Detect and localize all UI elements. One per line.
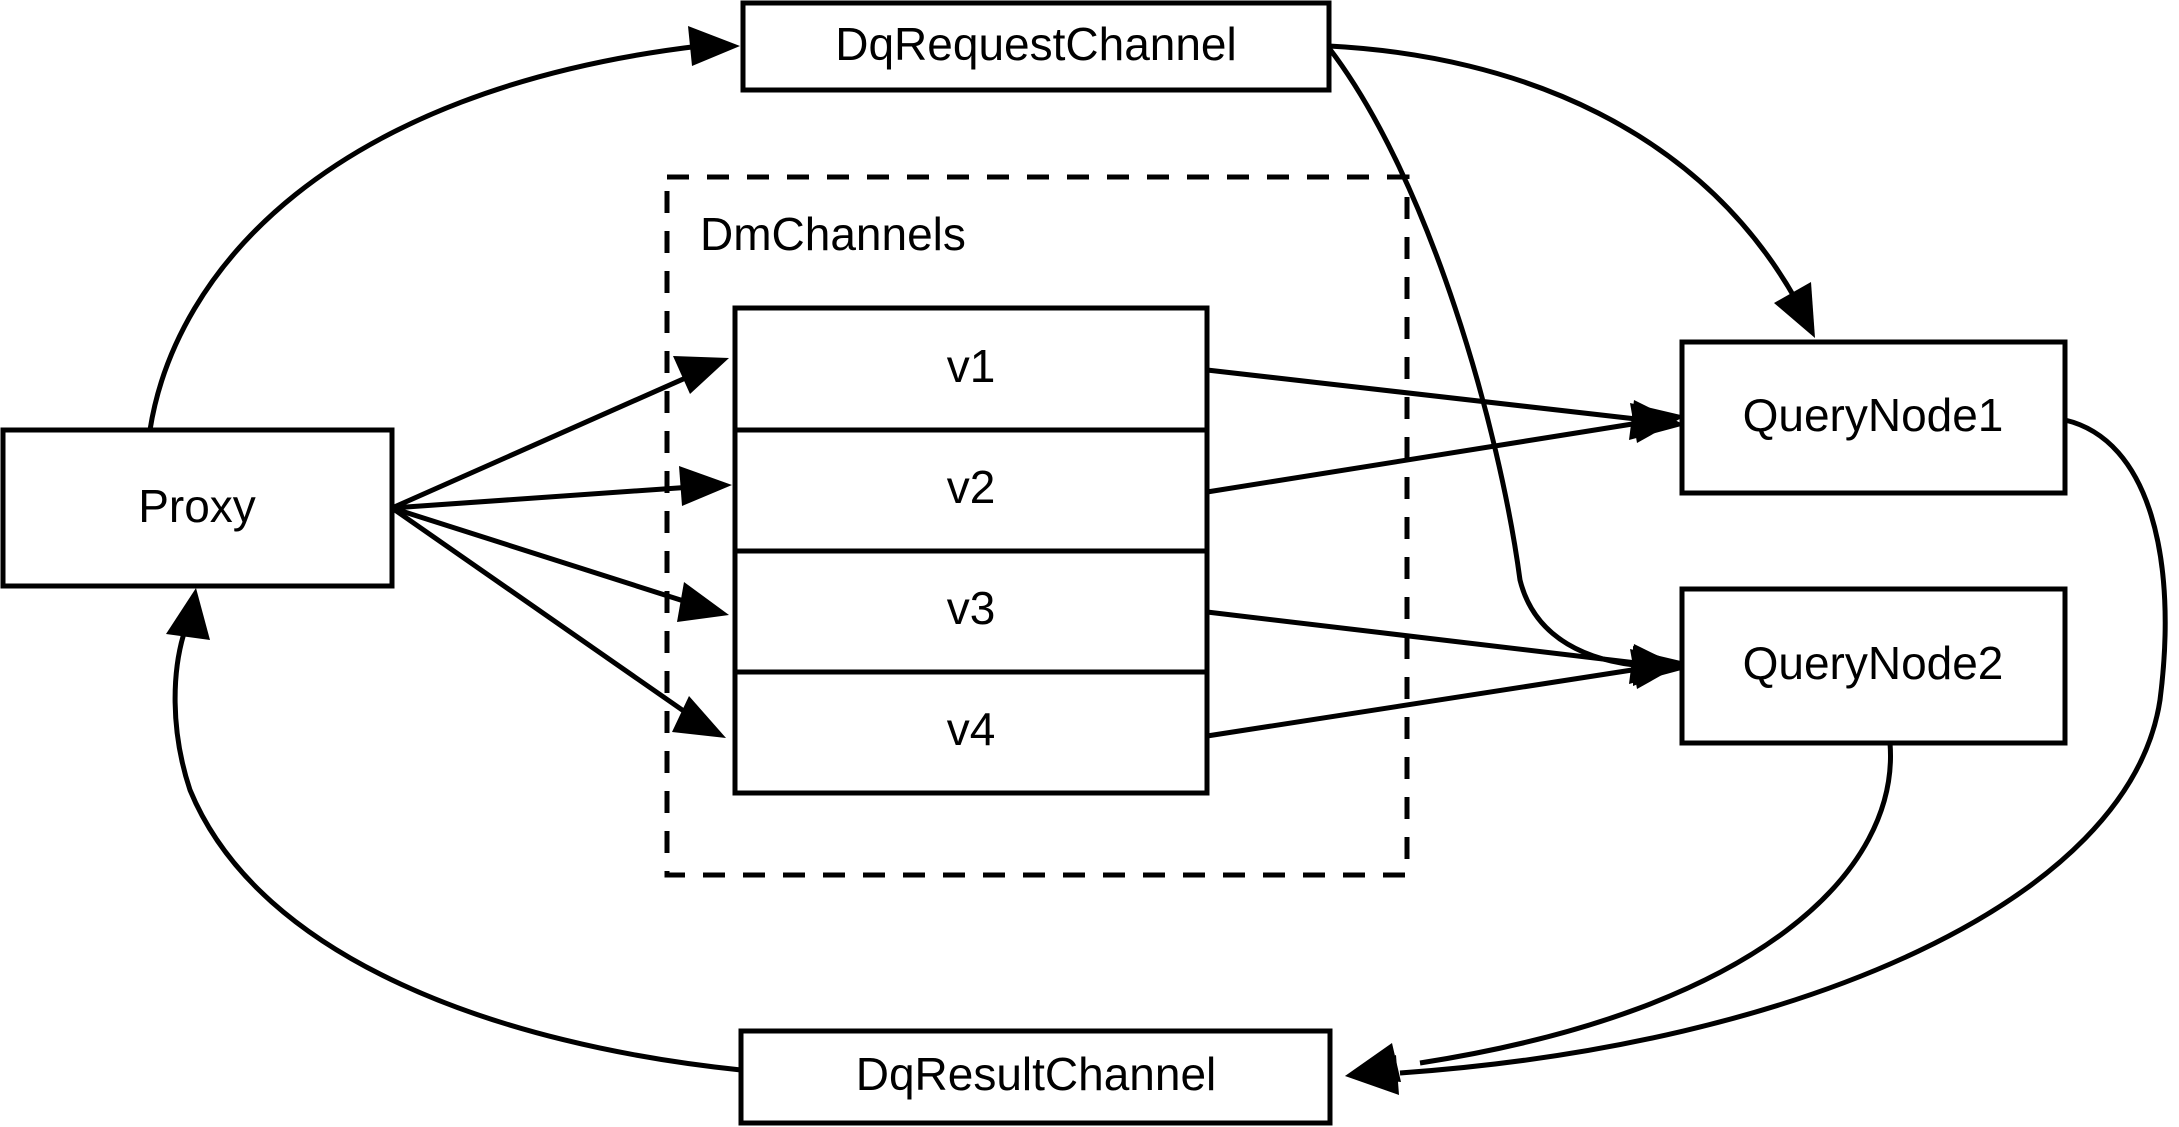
node-dqresultchannel-label: DqResultChannel: [856, 1048, 1217, 1100]
edge-v2-to-querynode1: [1206, 403, 1685, 495]
edge-proxy-to-v1: [390, 356, 729, 511]
edge-dqrequestchannel-to-querynode2: [1327, 46, 1685, 686]
edge-querynode1-to-dqresultchannel: [1345, 417, 2168, 1095]
dmchannels-shard-table: [732, 305, 1210, 796]
node-querynode2-box[interactable]: [1679, 586, 2068, 746]
node-dqrequestchannel-label: DqRequestChannel: [835, 18, 1237, 70]
edge-dqresultchannel-to-proxy: [166, 588, 742, 1073]
edge-proxy-to-v3: [391, 505, 729, 622]
node-proxy-label: Proxy: [138, 480, 256, 532]
shard-label-v3: v3: [947, 582, 996, 634]
node-dqrequestchannel-box[interactable]: [740, 0, 1332, 93]
edge-v4-to-querynode2: [1206, 649, 1685, 739]
edge-proxy-to-v2: [391, 466, 732, 511]
shard-label-v4: v4: [947, 703, 996, 755]
node-querynode2-label: QueryNode2: [1743, 637, 2004, 689]
node-dqresultchannel-box[interactable]: [738, 1028, 1333, 1126]
dmchannels-group-border: [664, 174, 1410, 878]
edge-dqrequestchannel-to-querynode1: [1328, 43, 1815, 338]
shard-label-v1: v1: [947, 340, 996, 392]
dmchannels-group: [664, 174, 1410, 878]
shard-label-v2: v2: [947, 461, 996, 513]
node-querynode1-label: QueryNode1: [1743, 389, 2004, 441]
edge-proxy-to-v4: [390, 505, 726, 738]
node-proxy-box[interactable]: [0, 427, 395, 589]
node-querynode1-box[interactable]: [1679, 339, 2068, 496]
edge-querynode2-to-dqresultchannel: [1345, 742, 1893, 1082]
edge-proxy-to-dqrequestchannel: [147, 26, 740, 431]
dmchannels-group-label: DmChannels: [700, 208, 966, 260]
